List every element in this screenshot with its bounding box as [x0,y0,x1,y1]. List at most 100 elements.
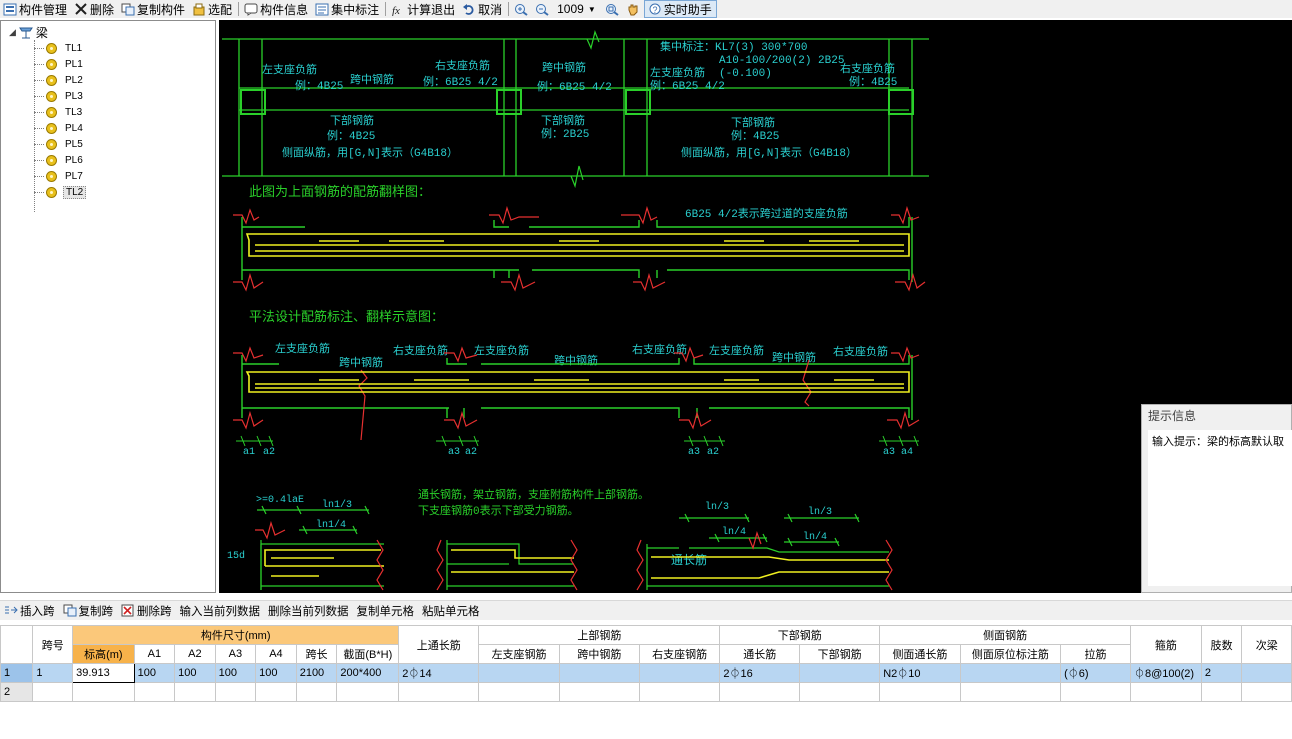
cell-cemiantong[interactable]: N2⏀10 [879,663,961,683]
cell-zhishu[interactable] [1200,682,1243,702]
cell-cemiantong[interactable] [879,682,961,702]
cell-shangtong[interactable]: 2⏀14 [398,663,480,683]
tree-item[interactable]: TL1 [34,40,84,56]
cell-a2[interactable]: 100 [174,663,216,683]
insert-span-button[interactable]: 插入跨 [0,602,59,620]
cell-kuahao[interactable] [32,682,74,702]
cell-biaogao[interactable]: 39.913 [72,663,135,683]
cell-lajin[interactable] [1060,682,1131,702]
cell-zhishu[interactable]: 2 [1200,663,1243,683]
collapse-icon[interactable]: ◢ [9,27,16,37]
cell-lajin[interactable]: (⏀6) [1060,663,1131,683]
tree-root[interactable]: ◢ 梁 [9,24,48,41]
drawing-canvas[interactable]: 集中标注：KL7(3) 300*700 A10-100/200(2) 2B25 … [219,20,1292,593]
canvas-text: 例：4B25 [731,128,779,143]
dim-label: a2 [465,447,477,458]
canvas-text: 例：6B25 4/2 [537,79,612,94]
cell-youzhi[interactable] [638,663,721,683]
input-column-button[interactable]: 输入当前列数据 [176,602,265,620]
cell-cemianyuan[interactable] [959,682,1062,702]
calc-exit-button[interactable]: fx 计算退出 [388,0,459,18]
undo-button[interactable]: 取消 [459,0,506,18]
tree-connector [34,175,44,177]
delete-button[interactable]: 删除 [71,0,118,18]
cell-cemianyuan[interactable] [959,663,1062,683]
cell-a1[interactable] [133,682,176,702]
tree-item[interactable]: PL1 [34,56,85,72]
pan-button[interactable] [623,0,644,18]
zoom-value[interactable]: 1009 [557,2,584,16]
paste-cell-button[interactable]: 粘贴单元格 [418,602,484,620]
zoom-fit-button[interactable] [602,0,623,18]
cell-jiemian[interactable]: 200*400 [336,663,400,683]
tree-item[interactable]: PL5 [34,136,85,152]
tree-item-label: TL1 [65,42,83,54]
main-toolbar: 构件管理 删除 复制构件 选配 构件信息 集中标注 fx 计算退出 取消 100… [0,0,1292,18]
cell-kuachang[interactable]: 2100 [295,663,338,683]
canvas-text: A10-100/200(2) 2B25 [719,55,844,67]
chevron-down-icon[interactable]: ▼ [587,4,596,14]
tree-item[interactable]: PL7 [34,168,85,184]
cell-tongchang[interactable]: 2⏀16 [719,663,801,683]
delete-span-button[interactable]: 删除跨 [117,602,176,620]
cell-a4[interactable]: 100 [255,663,297,683]
cell-kuachang[interactable] [295,682,338,702]
copy-span-label: 复制跨 [78,605,114,618]
copy-component-button[interactable]: 复制构件 [118,0,189,18]
cell-kuazhong[interactable] [558,682,640,702]
tree-item[interactable]: PL3 [34,88,85,104]
header-shangtong: 上通长筋 [398,625,480,664]
cell-gujin[interactable] [1129,682,1202,702]
cell-gujin[interactable]: ⏀8@100(2) [1129,663,1202,683]
realtime-helper-button[interactable]: ? 实时助手 [643,0,717,18]
zoom-out-button[interactable] [532,0,553,18]
canvas-text: 右支座负筋 [393,343,448,358]
cell-a3[interactable]: 100 [214,663,257,683]
cell-xiabu[interactable] [799,663,881,683]
cell-zuozhi[interactable] [478,682,560,702]
cell-youzhi[interactable] [638,682,721,702]
tree-item[interactable]: TL3 [34,104,84,120]
tree-item[interactable]: PL4 [34,120,85,136]
beam-folder-icon [18,26,33,39]
gear-icon [46,90,57,102]
centralized-annotation-button[interactable]: 集中标注 [312,0,383,18]
tree-item[interactable]: PL2 [34,72,85,88]
row-number[interactable]: 2 [0,682,34,702]
header-lajin: 拉筋 [1060,644,1131,664]
component-manage-label: 构件管理 [19,2,68,17]
copy-cell-button[interactable]: 复制单元格 [353,602,419,620]
row-number[interactable]: 1 [0,663,34,683]
zoom-in-button[interactable] [511,0,532,18]
copy-span-button[interactable]: 复制跨 [59,602,118,620]
cell-biaogao[interactable] [72,682,135,702]
cell-zuozhi[interactable] [478,663,560,683]
component-manage-button[interactable]: 构件管理 [0,0,71,18]
header-a2: A2 [174,644,216,664]
tree-item[interactable]: PL6 [34,152,85,168]
table-row[interactable]: 2 [0,682,1292,702]
tree-item-label: TL3 [65,106,83,118]
cell-a4[interactable] [255,682,297,702]
canvas-text: 下部钢筋 [731,115,775,130]
delete-column-button[interactable]: 删除当前列数据 [264,602,353,620]
gear-icon [46,138,57,150]
copy-cell-label: 复制单元格 [356,605,415,618]
grid-corner [0,625,34,664]
cell-jiemian[interactable] [336,682,400,702]
cell-cilian[interactable] [1241,663,1292,683]
cell-kuazhong[interactable] [558,663,640,683]
tree-item[interactable]: TL2 [34,184,87,200]
cell-a1[interactable]: 100 [133,663,176,683]
cell-xiabu[interactable] [799,682,881,702]
cell-a2[interactable] [174,682,216,702]
component-info-button[interactable]: 构件信息 [241,0,312,18]
select-config-button[interactable]: 选配 [189,0,236,18]
cell-kuahao[interactable]: 1 [32,663,74,683]
cell-tongchang[interactable] [719,682,801,702]
cell-shangtong[interactable] [398,682,480,702]
cell-cilian[interactable] [1241,682,1292,702]
cell-a3[interactable] [214,682,257,702]
